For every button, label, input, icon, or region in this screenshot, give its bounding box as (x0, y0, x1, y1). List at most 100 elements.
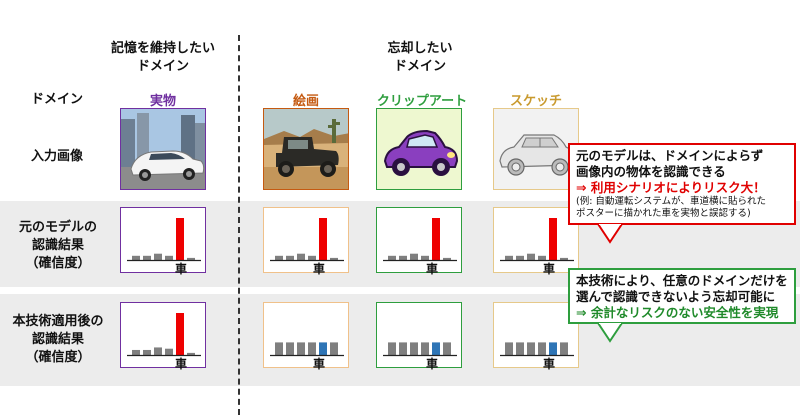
row-label-domain: ドメイン (30, 92, 83, 107)
chart-original-clipart: 車 (376, 207, 462, 276)
bar-other-class (165, 348, 173, 355)
bar-other-class (330, 342, 338, 355)
bar-car (549, 218, 557, 260)
bar-other-class (165, 255, 173, 260)
domain-label-sketch: スケッチ (509, 94, 562, 109)
chart-after-sketch: 車 (493, 302, 579, 371)
chart-svg-after-real (127, 313, 201, 357)
bar-other-class (308, 255, 316, 260)
callout-after: 本技術により、任意のドメインだけを 選んで認識できないよう忘却可能に ⇒ 余計な… (568, 268, 796, 324)
row-label-after-2: 認識結果 (31, 332, 84, 347)
bar-other-class (187, 257, 195, 260)
bar-other-class (275, 342, 283, 355)
bar-other-class (560, 342, 568, 355)
car-label: 車 (543, 262, 556, 276)
chart-original-real: 車 (120, 207, 206, 276)
bar-other-class (286, 255, 294, 260)
bar-car (432, 218, 440, 260)
callout-after-tail (597, 323, 623, 343)
callout-original-note2: ポスターに描かれた車を実物と誤認する) (576, 208, 751, 219)
row-label-after-1: 本技術適用後の (12, 314, 104, 329)
chart-svg-after-painting (270, 342, 344, 357)
bar-other-class (308, 342, 316, 355)
car-label: 車 (543, 357, 556, 371)
callout-original-note1: (例: 自動運転システムが、車道横に貼られた (576, 196, 766, 207)
image-sketch-car (493, 108, 579, 190)
bar-other-class (505, 255, 513, 260)
forget-header-line2: ドメイン (393, 59, 446, 74)
bar-other-class (154, 347, 162, 355)
retain-header: 記憶を維持したい ドメイン (98, 40, 228, 76)
chart-svg-after-clipart (383, 342, 457, 357)
chart-svg-original-sketch (500, 218, 574, 262)
bar-other-class (132, 349, 140, 355)
domain-label-clipart: クリップアート (376, 94, 468, 109)
car-label: 車 (175, 262, 188, 276)
forget-header: 忘却したい ドメイン (355, 40, 485, 76)
image-clipart-car (376, 108, 462, 190)
bar-other-class (505, 342, 513, 355)
car-label: 車 (426, 262, 439, 276)
row-label-original-1: 元のモデルの (18, 220, 97, 235)
callout-after-line2: 選んで認識できないよう忘却可能に (576, 289, 776, 304)
chart-after-painting: 車 (263, 302, 349, 371)
bar-other-class (399, 342, 407, 355)
domain-label-real: 実物 (149, 94, 176, 109)
callout-original-line3: ⇒ 利用シナリオによりリスク大！ (576, 180, 766, 195)
callout-after-line3: ⇒ 余計なリスクのない安全性を実現 (576, 305, 779, 320)
chart-svg-original-painting (270, 218, 344, 262)
row-label-original-3: （確信度） (25, 256, 91, 271)
callout-original-line2: 画像内の物体を認識できる (576, 164, 726, 179)
bar-other-class (132, 255, 140, 260)
chart-svg-original-real (127, 218, 201, 262)
row-label-original-2: 認識結果 (31, 238, 84, 253)
bar-other-class (410, 253, 418, 260)
car-label: 車 (426, 357, 439, 371)
bar-other-class (187, 352, 195, 355)
image-painting-car (263, 108, 349, 190)
row-label-after: 本技術適用後の 認識結果 （確信度） (4, 313, 112, 367)
bar-car (176, 313, 184, 355)
chart-after-real: 車 (120, 302, 206, 371)
bar-other-class (275, 255, 283, 260)
section-divider (238, 35, 240, 415)
callout-after-line1: 本技術により、任意のドメインだけを (576, 273, 788, 288)
chart-original-sketch: 車 (493, 207, 579, 276)
bar-other-class (527, 342, 535, 355)
callout-original-tail (597, 224, 623, 244)
bar-other-class (399, 255, 407, 260)
car-label: 車 (175, 357, 188, 371)
bar-other-class (421, 342, 429, 355)
bar-other-class (421, 255, 429, 260)
bar-car (549, 342, 557, 355)
retain-header-line1: 記憶を維持したい (110, 41, 215, 56)
bar-car (432, 342, 440, 355)
forget-header-line1: 忘却したい (387, 41, 453, 56)
callout-original-line1: 元のモデルは、ドメインによらず (576, 148, 764, 163)
bar-car (319, 342, 327, 355)
chart-svg-original-clipart (383, 218, 457, 262)
bar-other-class (527, 253, 535, 260)
car-label: 車 (313, 262, 326, 276)
bar-other-class (388, 255, 396, 260)
bar-other-class (143, 255, 151, 260)
chart-after-clipart: 車 (376, 302, 462, 371)
bar-other-class (154, 253, 162, 260)
car-label: 車 (313, 357, 326, 371)
chart-svg-after-sketch (500, 342, 574, 357)
bar-other-class (560, 257, 568, 260)
bar-other-class (143, 349, 151, 355)
bar-other-class (388, 342, 396, 355)
bar-other-class (538, 255, 546, 260)
row-label-input: 入力画像 (30, 149, 83, 164)
row-label-original: 元のモデルの 認識結果 （確信度） (6, 219, 110, 273)
callout-original: 元のモデルは、ドメインによらず 画像内の物体を認識できる ⇒ 利用シナリオにより… (568, 143, 796, 225)
bar-other-class (443, 257, 451, 260)
bar-other-class (516, 342, 524, 355)
bar-car (176, 218, 184, 260)
chart-original-painting: 車 (263, 207, 349, 276)
image-real-car (120, 108, 206, 190)
bar-other-class (286, 342, 294, 355)
bar-other-class (330, 257, 338, 260)
row-label-after-3: （確信度） (25, 350, 91, 365)
